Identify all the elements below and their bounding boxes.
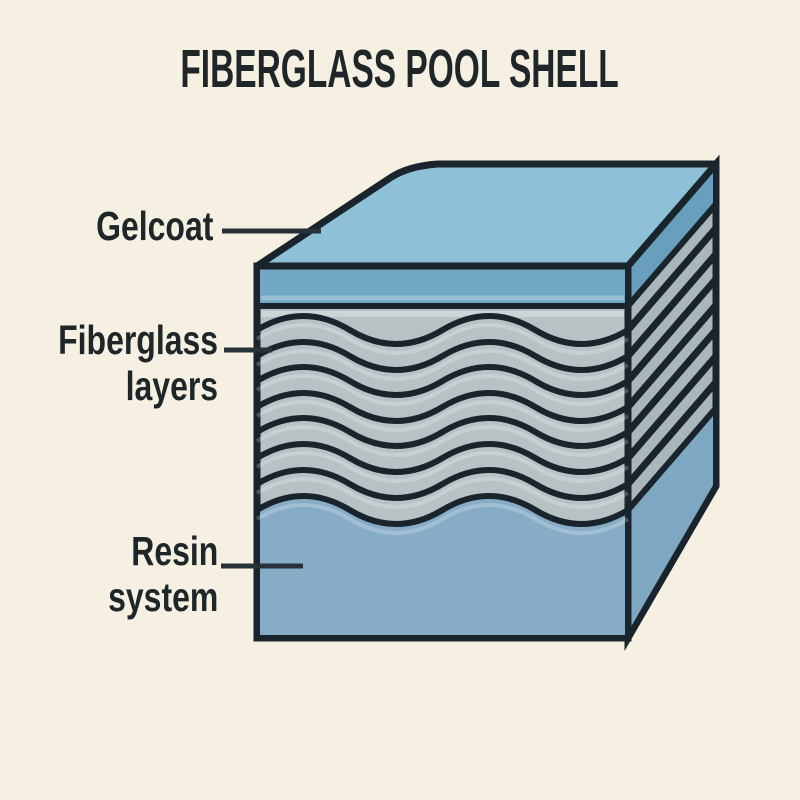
fiberglass-wavy-line (255, 390, 630, 424)
label-resin-line2: system (107, 574, 218, 620)
side-layer-line (625, 251, 719, 359)
side-layer-lines (625, 225, 719, 487)
fiberglass-wavy-line (255, 441, 630, 475)
side-layer-line (625, 327, 719, 435)
side-layer-line (625, 353, 719, 461)
side-layer-line (625, 225, 719, 333)
fiberglass-wavy-line (255, 415, 630, 449)
fiberglass-wavy-lines (255, 313, 630, 501)
top-face (253, 160, 720, 270)
side-layer-line (625, 302, 719, 410)
front-resin-region (254, 493, 631, 641)
label-gelcoat-text: Gelcoat (95, 203, 213, 249)
title-row: FIBERGLASS POOL SHELL (0, 42, 800, 96)
label-gelcoat: Gelcoat (96, 203, 213, 249)
fiberglass-layer-highlights (255, 323, 630, 509)
side-layer-line (625, 276, 719, 384)
fiberglass-wavy-line (255, 364, 630, 398)
fiberglass-wavy-line (255, 313, 630, 347)
pointer-lines (221, 228, 321, 569)
fiberglass-wavy-line (255, 339, 630, 373)
resin-boundary-highlight (255, 503, 630, 535)
side-layer-line (625, 379, 719, 487)
label-resin-system: Resin system (108, 528, 218, 620)
fiberglass-wavy-line (255, 467, 630, 501)
label-fiberglass-line1: Fiberglass (58, 317, 218, 363)
label-fiberglass-layers: Fiberglass layers (58, 317, 218, 409)
label-resin-line1: Resin (130, 528, 218, 574)
page-title: FIBERGLASS POOL SHELL (180, 39, 620, 99)
label-fiberglass-line2: layers (125, 363, 218, 409)
